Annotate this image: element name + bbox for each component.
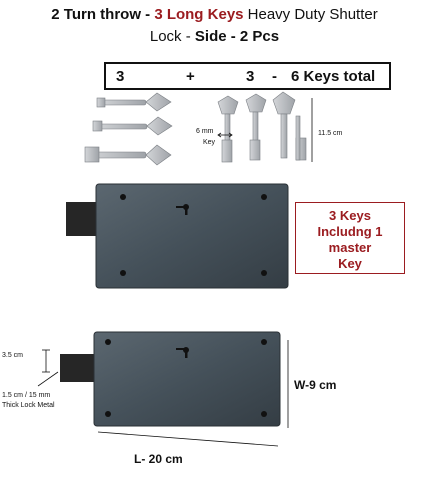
key-icon [84,144,172,166]
width-label: W-9 cm [294,378,337,392]
title-line2-b: Side [194,28,227,45]
totals-a: 3 [116,68,125,85]
key-label: Key [203,139,216,146]
length-label: L- 20 cm [134,452,183,466]
key-icon [217,95,239,163]
height-label: 3.5 cm [2,352,24,359]
totals-dash: - [272,68,277,85]
product-title-line1: 2 Turn throw - 3 Long Keys Heavy Duty Sh… [0,6,429,23]
key-icon [96,92,172,112]
callout-line1: 3 Keys [329,208,371,223]
product-title-line2: Lock - Side - 2 Pcs [0,28,429,45]
totals-b: 3 [246,68,255,85]
six-mm-indicator [217,132,233,138]
title-line2-a: Lock - [149,28,195,45]
lock-body-bottom [60,331,281,427]
lock-body-top [66,183,289,289]
thickness-material-label: Thick Lock Metal [2,402,55,409]
key-icon [92,116,173,136]
callout-line3: Key [338,256,362,271]
title-part3: Heavy Duty Shutter [243,6,378,23]
dimension-lines [37,340,289,447]
key-icon [245,93,267,161]
totals-total: 6 Keys total [291,68,376,85]
totals-plus: + [186,68,195,85]
thickness-label: 1.5 cm / 15 mm [2,392,51,399]
title-part2: 3 Long Keys [154,6,244,23]
keys-callout-box: 3 Keys Includng 1 master Key [295,202,405,274]
key-icon [272,91,307,161]
title-part1: 2 Turn throw - [51,6,155,23]
callout-line2: Includng 1 master [317,224,383,255]
title-line2-c: - 2 Pcs [226,28,280,45]
key-length-label: 11.5 cm [318,130,343,137]
keys-total-box: 3 + 3 - 6 Keys total [104,62,391,90]
six-mm-label: 6 mm [196,128,214,135]
